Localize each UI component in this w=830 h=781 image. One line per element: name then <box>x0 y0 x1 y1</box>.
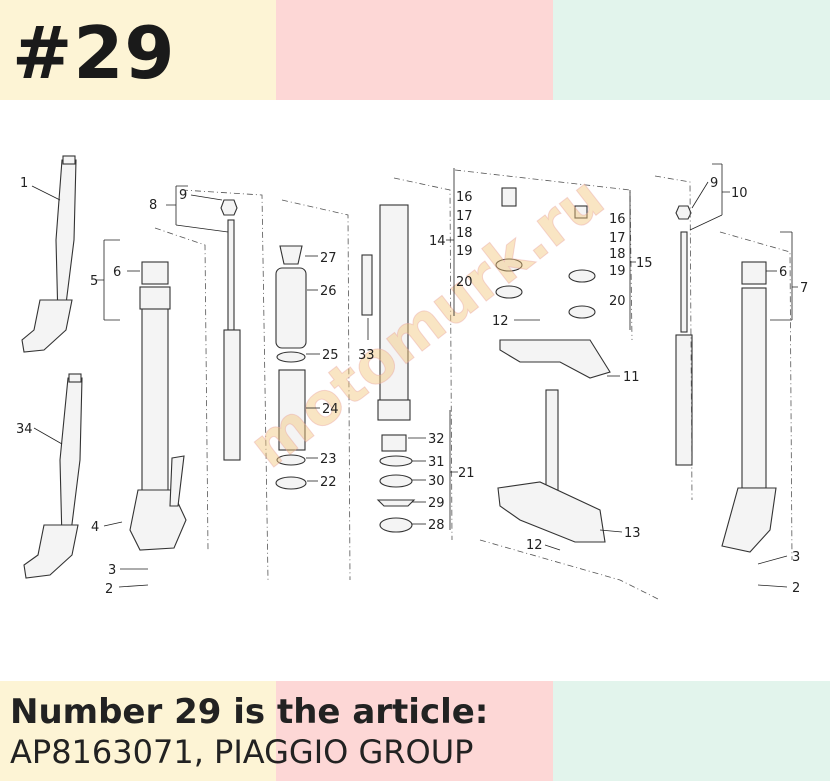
callout-7: 7 <box>800 281 808 296</box>
callout-4: 4 <box>91 520 99 535</box>
callout-17-a: 17 <box>456 209 473 224</box>
callout-10: 10 <box>731 186 748 201</box>
callout-27: 27 <box>320 251 337 266</box>
callout-12-bottom: 12 <box>526 538 543 553</box>
caption-band-mint <box>553 681 830 781</box>
callout-19-b: 19 <box>609 264 626 279</box>
callout-13: 13 <box>624 526 641 541</box>
assembly-lines <box>154 169 793 601</box>
caption-line-1: Number 29 is the article: <box>10 692 489 732</box>
callout-29: 29 <box>428 496 445 511</box>
inner-tube <box>361 204 416 533</box>
callout-31: 31 <box>428 455 445 470</box>
callout-3-right: 3 <box>792 550 800 565</box>
callout-25: 25 <box>322 348 339 363</box>
callout-15: 15 <box>636 256 653 271</box>
callout-11: 11 <box>623 370 640 385</box>
damper-cartridge-left <box>220 199 241 461</box>
fork-assembly-34 <box>23 373 83 579</box>
callout-19-a: 19 <box>456 244 473 259</box>
callout-1: 1 <box>20 176 28 191</box>
callout-30: 30 <box>428 474 445 489</box>
callout-17-b: 17 <box>609 231 626 246</box>
caption-line-2: AP8163071, PIAGGIO GROUP <box>10 733 474 771</box>
callout-26: 26 <box>320 284 337 299</box>
caption-band <box>0 681 830 781</box>
header-band-mint <box>553 0 830 100</box>
callout-3-left: 3 <box>108 563 116 578</box>
header-band-pink <box>276 0 553 100</box>
exploded-fork-diagram: motomurk.ru 1 34 5 6 4 3 2 8 9 <box>16 155 808 601</box>
callout-16-a: 16 <box>456 190 473 205</box>
callout-16-b: 16 <box>609 212 626 227</box>
callout-20-b: 20 <box>609 294 626 309</box>
callout-9-left: 9 <box>179 188 187 203</box>
part-number-heading: #29 <box>12 11 176 95</box>
callout-14: 14 <box>429 234 446 249</box>
callout-labels: 1 34 5 6 4 3 2 8 9 27 26 25 24 23 22 33 … <box>16 176 808 597</box>
callout-33: 33 <box>358 348 375 363</box>
callout-18-b: 18 <box>609 247 626 262</box>
callout-22: 22 <box>320 475 337 490</box>
fork-assembly-1 <box>21 155 77 353</box>
callout-8: 8 <box>149 198 157 213</box>
callout-21: 21 <box>458 466 475 481</box>
fork-leg-right <box>675 205 777 553</box>
callout-23: 23 <box>320 452 337 467</box>
callout-34: 34 <box>16 422 33 437</box>
leader-lines <box>31 163 798 588</box>
upper-triple-clamp <box>495 187 611 379</box>
callout-28: 28 <box>428 518 445 533</box>
caption-band-pink <box>276 681 553 781</box>
caption-band-yellow <box>0 681 276 781</box>
header-band <box>0 0 830 100</box>
callout-32: 32 <box>428 432 445 447</box>
callout-20-a: 20 <box>456 275 473 290</box>
header-band-yellow <box>0 0 276 100</box>
callout-6-left: 6 <box>113 265 121 280</box>
spring-stack <box>275 245 307 490</box>
outer-tube-left <box>129 261 187 551</box>
lower-triple-clamp <box>497 389 606 543</box>
callout-6-right: 6 <box>779 265 787 280</box>
callout-2-right: 2 <box>792 581 800 596</box>
callout-18-a: 18 <box>456 226 473 241</box>
callout-2-left: 2 <box>105 582 113 597</box>
callout-12-top: 12 <box>492 314 509 329</box>
callout-9-right: 9 <box>710 176 718 191</box>
callout-5: 5 <box>90 274 98 289</box>
callout-24: 24 <box>322 402 339 417</box>
